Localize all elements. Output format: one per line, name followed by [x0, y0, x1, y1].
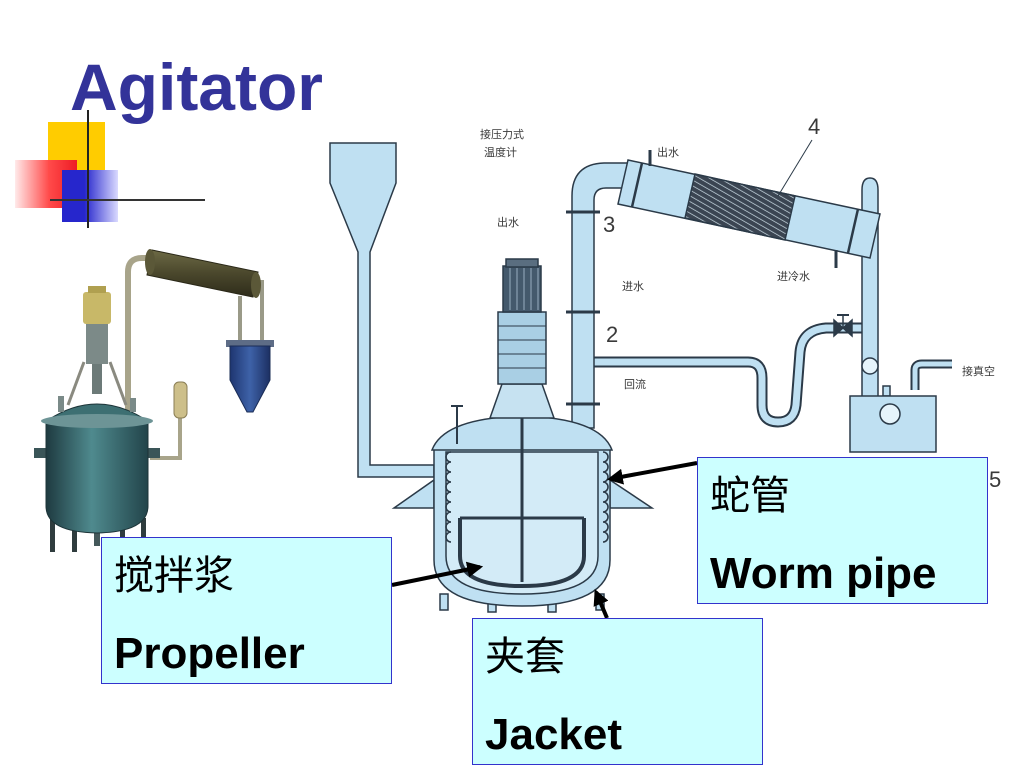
- photo-motor-cap: [88, 286, 106, 293]
- decor-horizontal-line: [50, 199, 205, 201]
- vacuum-label: 接真空: [962, 364, 995, 378]
- support-lug-left: [391, 478, 435, 509]
- motor: [502, 265, 542, 313]
- column-water-out-label: 出水: [497, 215, 519, 229]
- callout-propeller-en: Propeller: [114, 629, 305, 678]
- photo-nozzle: [58, 396, 64, 412]
- worm-coil-left: [445, 451, 452, 543]
- propeller-anchor: [458, 518, 586, 589]
- photo-leg: [50, 518, 55, 552]
- decor-vertical-line: [87, 110, 89, 228]
- callout-worm-pipe-zh: 蛇管: [710, 473, 790, 519]
- cold-water-in-label: 进冷水: [777, 270, 810, 283]
- arrow-to-propeller: [391, 561, 484, 587]
- tank-leg: [439, 593, 449, 611]
- photo-motor: [83, 292, 111, 324]
- callout-propeller: 搅拌浆 Propeller: [101, 537, 392, 684]
- reflux-pipe-outline: [594, 322, 864, 428]
- photo-nozzle: [130, 398, 136, 412]
- photo-receiver-lid: [226, 340, 274, 347]
- diagram-labels: 接压力式 温度计 出水 出水 进水 进冷水 回流 接真空 4 3 2 5: [480, 114, 1001, 492]
- photo-shaft-housing: [92, 362, 102, 394]
- photo-tank-body: [45, 419, 149, 534]
- photo-gearbox: [86, 322, 108, 364]
- callout-jacket-zh: 夹套: [485, 634, 565, 680]
- callout-worm-pipe: 蛇管 Worm pipe: [697, 457, 988, 604]
- callout-worm-pipe-en: Worm pipe: [710, 549, 937, 598]
- photo-receiver: [229, 345, 271, 413]
- callout-jacket: 夹套 Jacket: [472, 618, 763, 765]
- photo-tank-flange: [41, 414, 153, 428]
- condenser-flange-right: [846, 208, 860, 254]
- condenser-coil: [684, 173, 796, 241]
- arrow-to-jacket: [593, 589, 609, 619]
- motor-cap: [505, 258, 539, 268]
- gearbox: [497, 311, 547, 385]
- part-number-2: 2: [606, 322, 618, 347]
- decor-blue-square: [62, 170, 118, 222]
- photo-frame-left: [66, 361, 86, 406]
- arrow-to-worm-pipe: [606, 461, 698, 485]
- water-in-label: 进水: [622, 280, 644, 293]
- worm-coil-right: [602, 451, 609, 543]
- photo-support-lug-left: [34, 448, 48, 458]
- receiver-nozzle: [882, 385, 891, 397]
- receiver-port: [879, 403, 901, 425]
- support-lug-right: [609, 478, 655, 509]
- vacuum-pipe: [912, 361, 952, 390]
- photo-leg: [72, 526, 77, 552]
- thermometer-label-2: 温度计: [484, 145, 517, 159]
- photo-sample-vessel: [173, 381, 188, 419]
- thermometer-label-1: 接压力式: [480, 128, 524, 141]
- reactor-photo: [34, 249, 274, 552]
- feed-hopper: [329, 142, 435, 478]
- photo-leg: [141, 518, 146, 552]
- photo-vapor-pipe: [125, 255, 156, 412]
- drive-base: [488, 383, 556, 419]
- part-number-4: 4: [808, 114, 820, 139]
- part-number-3: 3: [603, 212, 615, 237]
- label-4-leader: [777, 139, 813, 197]
- condenser-water-out-label: 出水: [657, 145, 679, 159]
- callout-propeller-zh: 搅拌浆: [114, 553, 234, 599]
- photo-frame-right: [108, 361, 128, 406]
- photo-condenser-end-right: [251, 272, 261, 298]
- reflux-pipe: [594, 324, 864, 426]
- sight-glass: [861, 357, 879, 375]
- photo-support-lug-right: [146, 448, 160, 458]
- vacuum-pipe-outline: [910, 359, 952, 390]
- reflux-label: 回流: [624, 377, 646, 391]
- part-number-5: 5: [989, 467, 1001, 492]
- photo-condenser: [146, 249, 259, 298]
- condenser-flange-left: [630, 162, 644, 208]
- slide-title: Agitator: [70, 50, 323, 124]
- photo-condenser-end-left: [145, 249, 155, 275]
- photo-bottom-outlet: [94, 528, 100, 546]
- callout-jacket-en: Jacket: [485, 710, 623, 759]
